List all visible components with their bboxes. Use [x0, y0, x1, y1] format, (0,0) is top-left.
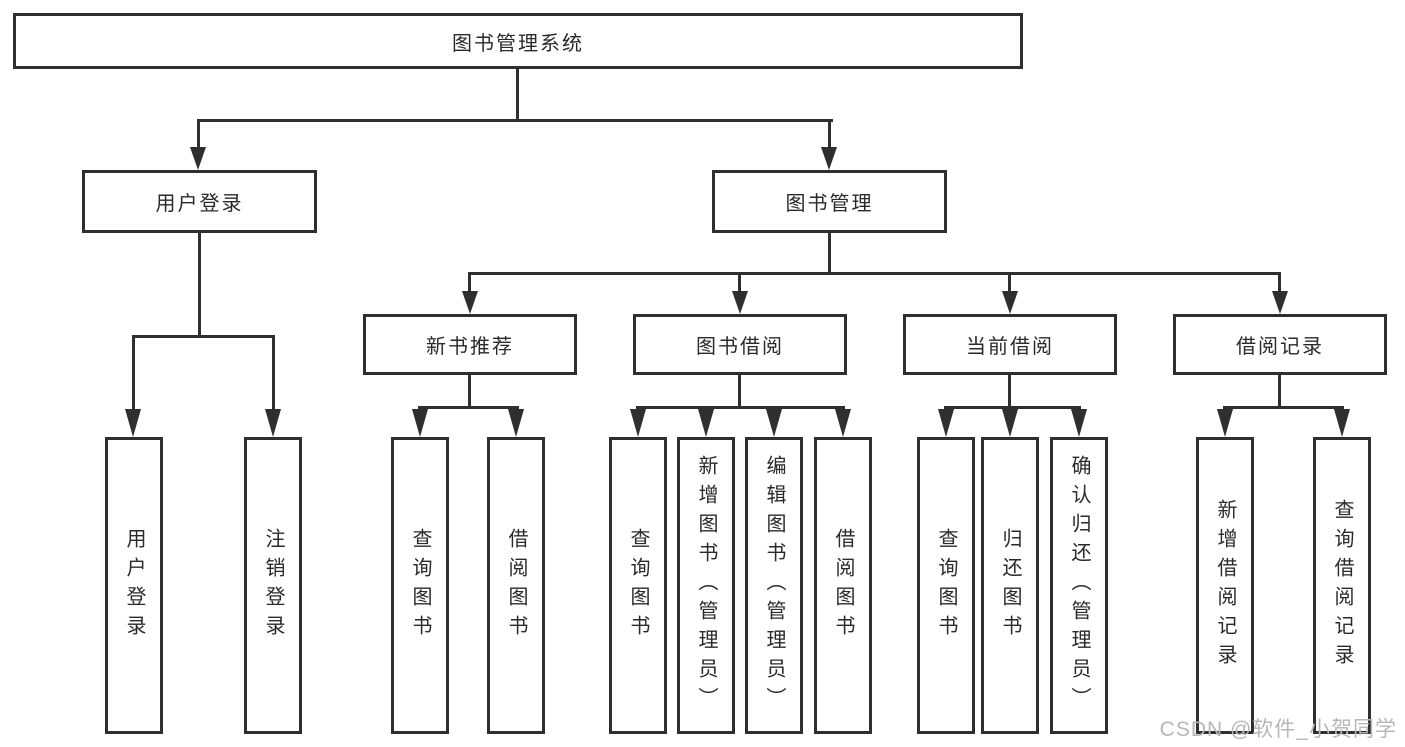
leaf-add-books-admin: 新增图书（管理员） — [677, 437, 735, 734]
leaf-logout-login: 注销登录 — [244, 437, 302, 734]
connector-hline — [1223, 406, 1344, 409]
leaf-confirm-return-admin: 确认归还（管理员） — [1050, 437, 1108, 734]
arrowhead-down-icon — [190, 147, 206, 170]
connector-vline — [738, 272, 741, 292]
csdn-watermark: CSDN @软件_小贺同学 — [1159, 718, 1397, 741]
connector-vline — [197, 119, 200, 151]
node-library-system: 图书管理系统 — [13, 13, 1023, 69]
arrowhead-down-icon — [938, 409, 954, 437]
connector-vline — [828, 233, 831, 272]
arrowhead-down-icon — [630, 409, 646, 437]
arrowhead-down-icon — [1272, 291, 1288, 314]
connector-hline — [636, 406, 845, 409]
connector-hline — [944, 406, 1081, 409]
arrowhead-down-icon — [462, 291, 478, 314]
connector-hline — [418, 406, 519, 409]
connector-vline — [828, 119, 831, 151]
connector-vline — [1008, 375, 1011, 406]
connector-hline — [197, 119, 833, 122]
arrowhead-down-icon — [835, 409, 851, 437]
arrowhead-down-icon — [732, 291, 748, 314]
node-user-login: 用户登录 — [82, 170, 317, 233]
node-new-book-recommendation: 新书推荐 — [363, 314, 577, 375]
arrowhead-down-icon — [1002, 291, 1018, 314]
leaf-return-books: 归还图书 — [981, 437, 1039, 734]
leaf-query-books-borrow: 查询图书 — [609, 437, 667, 734]
connector-vline — [1278, 272, 1281, 292]
arrowhead-down-icon — [508, 409, 524, 437]
connector-vline — [198, 233, 201, 335]
leaf-query-books-current: 查询图书 — [917, 437, 975, 734]
connector-hline — [468, 272, 1281, 275]
leaf-add-borrow-record: 新增借阅记录 — [1196, 437, 1254, 734]
arrowhead-down-icon — [766, 409, 782, 437]
connector-vline — [738, 375, 741, 406]
arrowhead-down-icon — [1071, 409, 1087, 437]
connector-vline — [468, 272, 471, 292]
node-borrowing-records: 借阅记录 — [1173, 314, 1387, 375]
arrowhead-down-icon — [1334, 409, 1350, 437]
leaf-edit-books-admin: 编辑图书（管理员） — [745, 437, 803, 734]
leaf-query-books-recommend: 查询图书 — [391, 437, 449, 734]
connector-vline — [468, 375, 471, 406]
connector-vline — [516, 69, 519, 119]
connector-vline — [132, 335, 135, 412]
node-current-borrowing: 当前借阅 — [903, 314, 1117, 375]
connector-vline — [272, 335, 275, 412]
leaf-user-login: 用户登录 — [105, 437, 163, 734]
leaf-query-borrow-record: 查询借阅记录 — [1313, 437, 1371, 734]
connector-vline — [1008, 272, 1011, 292]
arrowhead-down-icon — [125, 409, 141, 437]
arrowhead-down-icon — [698, 409, 714, 437]
arrowhead-down-icon — [821, 147, 837, 170]
arrowhead-down-icon — [1002, 409, 1018, 437]
arrowhead-down-icon — [265, 409, 281, 437]
leaf-borrow-books-recommend: 借阅图书 — [487, 437, 545, 734]
node-book-management: 图书管理 — [712, 170, 947, 233]
arrowhead-down-icon — [412, 409, 428, 437]
node-book-borrowing: 图书借阅 — [633, 314, 847, 375]
connector-hline — [132, 335, 275, 338]
leaf-borrow-books-borrow: 借阅图书 — [814, 437, 872, 734]
arrowhead-down-icon — [1217, 409, 1233, 437]
connector-vline — [1278, 375, 1281, 406]
